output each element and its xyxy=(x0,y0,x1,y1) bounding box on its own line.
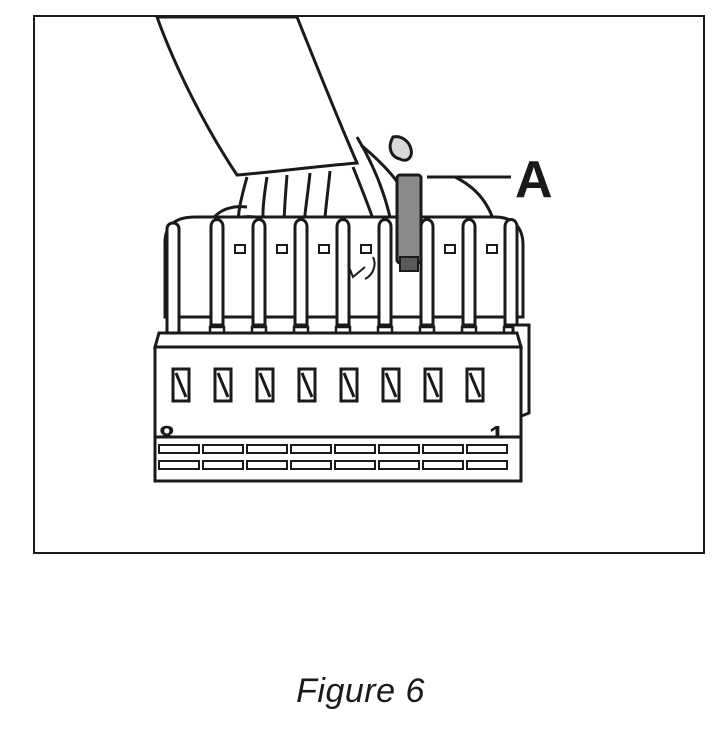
terminal-pin xyxy=(209,218,225,327)
pin-window-hatch xyxy=(342,372,356,398)
connector-rib xyxy=(422,460,464,470)
connector-diagram: A 8 1 xyxy=(153,17,553,483)
pin-windows xyxy=(171,367,485,403)
connector-body-top-edge xyxy=(153,331,523,349)
connector-base xyxy=(153,435,523,483)
connector-rib xyxy=(466,444,508,454)
figure-frame: A 8 1 xyxy=(33,15,705,554)
connector-rib xyxy=(202,444,244,454)
pin-window-hatch xyxy=(216,372,230,398)
pin-window-hatch xyxy=(300,372,314,398)
terminal-pin xyxy=(293,218,309,327)
connector-rib xyxy=(378,444,420,454)
pin-window-hatch xyxy=(384,372,398,398)
terminal-pin xyxy=(335,218,351,327)
left-latch xyxy=(165,221,181,337)
terminal-pin xyxy=(377,218,393,327)
connector-rib xyxy=(334,460,376,470)
connector-rib xyxy=(290,460,332,470)
connector-rib xyxy=(202,460,244,470)
connector-rib xyxy=(334,444,376,454)
terminal-pin xyxy=(419,218,435,327)
terminal-pin xyxy=(461,218,477,327)
terminal-pin xyxy=(251,218,267,327)
connector-rib xyxy=(246,460,288,470)
connector-rib xyxy=(158,444,200,454)
connector-rib xyxy=(466,460,508,470)
connector-rib xyxy=(378,460,420,470)
callout-label-a: A xyxy=(515,151,553,209)
pin-window-hatch xyxy=(174,372,188,398)
pin-window-hatch xyxy=(468,372,482,398)
connector-rib xyxy=(158,460,200,470)
terminal-pin xyxy=(503,218,519,327)
pin-window-hatch xyxy=(258,372,272,398)
connector-ribs xyxy=(158,444,508,470)
cable-sheath xyxy=(155,17,360,177)
connector-rib xyxy=(290,444,332,454)
connector-rib xyxy=(422,444,464,454)
pin-window-hatch xyxy=(426,372,440,398)
figure-caption: Figure 6 xyxy=(296,672,425,710)
connector-rib xyxy=(246,444,288,454)
marked-terminal xyxy=(388,135,423,272)
terminal-pins xyxy=(165,218,520,347)
